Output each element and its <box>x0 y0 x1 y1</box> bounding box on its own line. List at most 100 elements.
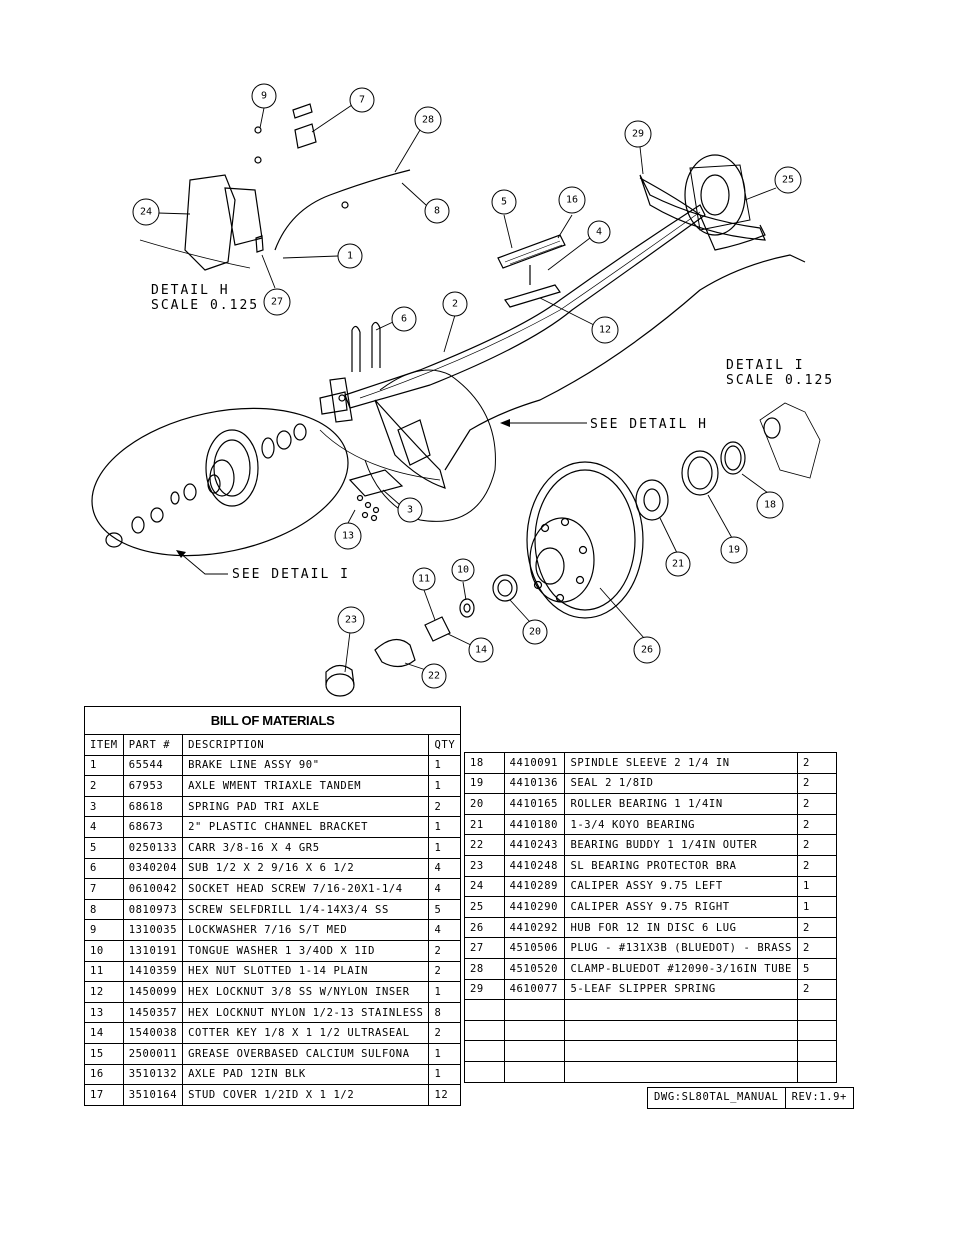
qty-cell: 2 <box>428 1022 462 1044</box>
description-cell <box>564 1060 798 1083</box>
description-cell: CALIPER ASSY 9.75 RIGHT <box>564 896 798 918</box>
item-cell: 13 <box>84 1001 124 1024</box>
item-cell: 18 <box>464 752 505 774</box>
callout-22: 22 <box>428 671 440 682</box>
part-number-cell: 0610042 <box>122 878 184 900</box>
item-cell: 16 <box>84 1063 124 1086</box>
qty-cell: 1 <box>796 896 838 918</box>
callout-21: 21 <box>672 559 684 570</box>
part-number-cell: 3510164 <box>122 1084 184 1106</box>
qty-cell: 12 <box>428 1084 462 1106</box>
callout-13: 13 <box>342 531 354 542</box>
table-row <box>464 999 838 1021</box>
item-cell: 11 <box>84 960 124 983</box>
part-number-cell: 1450357 <box>122 1001 184 1024</box>
description-cell: COTTER KEY 1/8 X 1 1/2 ULTRASEAL <box>182 1022 430 1044</box>
description-cell: 5-LEAF SLIPPER SPRING <box>564 978 798 1001</box>
part-number-cell: 4410289 <box>503 875 566 898</box>
qty-cell: 1 <box>796 875 838 898</box>
callout-8: 8 <box>434 206 440 217</box>
callout-19: 19 <box>728 545 740 556</box>
qty-cell: 2 <box>796 854 838 877</box>
callout-29: 29 <box>632 129 644 140</box>
callout-25: 25 <box>782 175 794 186</box>
header-qty: QTY <box>428 734 462 756</box>
callout-24: 24 <box>140 207 152 218</box>
qty-cell: 2 <box>796 772 838 795</box>
description-cell: BRAKE LINE ASSY 90" <box>182 754 430 777</box>
item-cell: 6 <box>84 857 124 880</box>
part-number-cell: 1450099 <box>122 981 184 1003</box>
qty-cell <box>796 999 838 1021</box>
detail-i-boundary <box>91 407 349 557</box>
item-cell: 17 <box>84 1084 124 1106</box>
part-number-cell: 2500011 <box>122 1042 184 1065</box>
dwg-number: DWG:SL80TAL_MANUAL <box>654 1091 779 1103</box>
part-number-cell <box>503 999 566 1021</box>
part-number-cell: 1540038 <box>122 1022 184 1044</box>
description-cell: HUB FOR 12 IN DISC 6 LUG <box>564 916 798 939</box>
header-item: ITEM <box>84 734 124 756</box>
callout-1: 1 <box>347 251 353 262</box>
callout-20: 20 <box>529 627 541 638</box>
qty-cell: 1 <box>428 1063 462 1086</box>
header-part: PART # <box>122 734 184 756</box>
description-cell: SPINDLE SLEEVE 2 1/4 IN <box>564 752 798 774</box>
description-cell: SPRING PAD TRI AXLE <box>182 795 430 818</box>
description-cell: 2" PLASTIC CHANNEL BRACKET <box>182 816 430 838</box>
u-bolt-group <box>351 321 381 372</box>
description-cell: BEARING BUDDY 1 1/4IN OUTER <box>564 834 798 856</box>
description-cell: HEX NUT SLOTTED 1-14 PLAIN <box>182 960 430 983</box>
exploded-axle-drawing: 9 7 28 29 25 24 8 5 16 4 1 27 6 2 12 13 … <box>91 83 832 697</box>
item-cell: 9 <box>84 919 124 941</box>
description-cell: SUB 1/2 X 2 9/16 X 6 1/2 <box>182 857 430 880</box>
part-number-cell: 4410290 <box>503 896 566 918</box>
item-cell: 12 <box>84 981 124 1003</box>
item-cell: 4 <box>84 816 124 838</box>
description-cell: SCREW SELFDRILL 1/4-14X3/4 SS <box>182 898 430 921</box>
part-number-cell: 4610077 <box>503 978 566 1001</box>
qty-cell: 8 <box>428 1001 462 1024</box>
detail-i-title: DETAIL I <box>726 358 805 373</box>
qty-cell: 2 <box>796 916 838 939</box>
description-cell: HEX LOCKNUT 3/8 SS W/NYLON INSER <box>182 981 430 1003</box>
title-block: DWG:SL80TAL_MANUAL REV:1.9+ <box>647 1087 854 1109</box>
qty-cell: 5 <box>796 957 838 980</box>
description-cell: ROLLER BEARING 1 1/4IN <box>564 793 798 815</box>
part-number-cell: 65544 <box>122 754 184 777</box>
description-cell: STUD COVER 1/2ID X 1 1/2 <box>182 1084 430 1106</box>
callout-12: 12 <box>599 325 611 336</box>
qty-cell: 1 <box>428 816 462 838</box>
callout-28: 28 <box>422 115 434 126</box>
callout-7: 7 <box>359 95 365 106</box>
item-cell: 23 <box>464 854 505 877</box>
qty-cell: 4 <box>428 919 462 941</box>
part-number-cell: 1410359 <box>122 960 184 983</box>
callout-4: 4 <box>596 227 602 238</box>
part-number-cell: 4410180 <box>503 813 566 836</box>
qty-cell: 2 <box>428 939 462 962</box>
item-cell: 20 <box>464 793 505 815</box>
description-cell: TONGUE WASHER 1 3/4OD X 1ID <box>182 939 430 962</box>
item-cell: 7 <box>84 878 124 900</box>
item-cell: 26 <box>464 916 505 939</box>
callout-5: 5 <box>501 197 507 208</box>
header-description: DESCRIPTION <box>182 734 430 756</box>
description-cell: SL BEARING PROTECTOR BRA <box>564 854 798 877</box>
item-cell: 14 <box>84 1022 124 1044</box>
qty-cell: 1 <box>428 836 462 859</box>
description-cell: CLAMP-BLUEDOT #12090-3/16IN TUBE <box>564 957 798 980</box>
axle-pad <box>497 234 566 269</box>
description-cell <box>564 1040 798 1062</box>
part-number-cell: 4410248 <box>503 854 566 877</box>
